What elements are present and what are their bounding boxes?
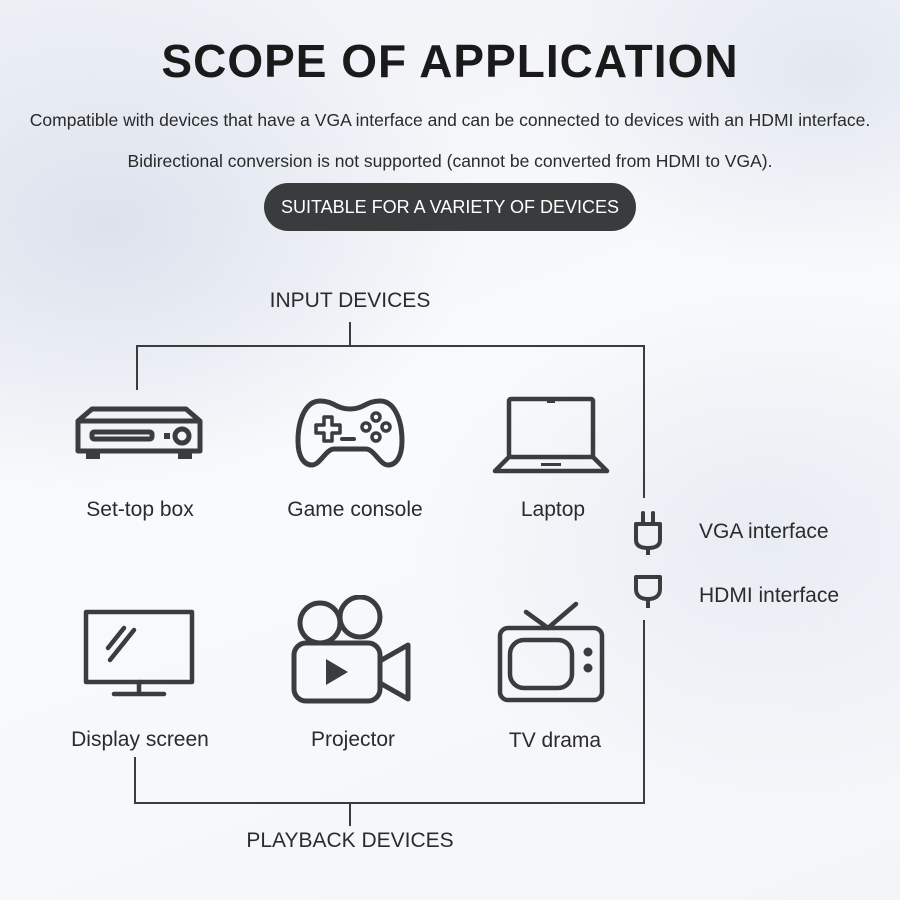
projector-label: Projector: [310, 728, 396, 751]
vga-interface-label: VGA interface: [699, 520, 829, 543]
gamepad-icon: [295, 398, 405, 468]
vga-plug-icon: [634, 511, 662, 555]
devices-badge-label: SUITABLE FOR A VARIETY OF DEVICES: [280, 196, 620, 217]
input-devices-heading: INPUT DEVICES: [269, 289, 431, 312]
hdmi-socket-icon: [634, 575, 662, 608]
game-console-label: Game console: [287, 498, 423, 521]
tv-drama-label: TV drama: [508, 729, 602, 752]
laptop-icon: [492, 396, 610, 474]
playback-devices-heading: PLAYBACK DEVICES: [246, 829, 454, 852]
devices-badge: SUITABLE FOR A VARIETY OF DEVICES: [264, 183, 636, 231]
laptop-label: Laptop: [520, 498, 586, 521]
tv-icon: [497, 601, 605, 703]
description-text: Compatible with devices that have a VGA …: [29, 110, 871, 171]
set-top-box-label: Set-top box: [86, 498, 194, 521]
hdmi-interface-label: HDMI interface: [699, 584, 840, 607]
page-title: SCOPE OF APPLICATION: [161, 35, 739, 87]
projector-icon: [291, 595, 411, 704]
monitor-icon: [83, 609, 195, 697]
set-top-box-icon: [75, 406, 203, 459]
display-screen-label: Display screen: [71, 728, 209, 751]
